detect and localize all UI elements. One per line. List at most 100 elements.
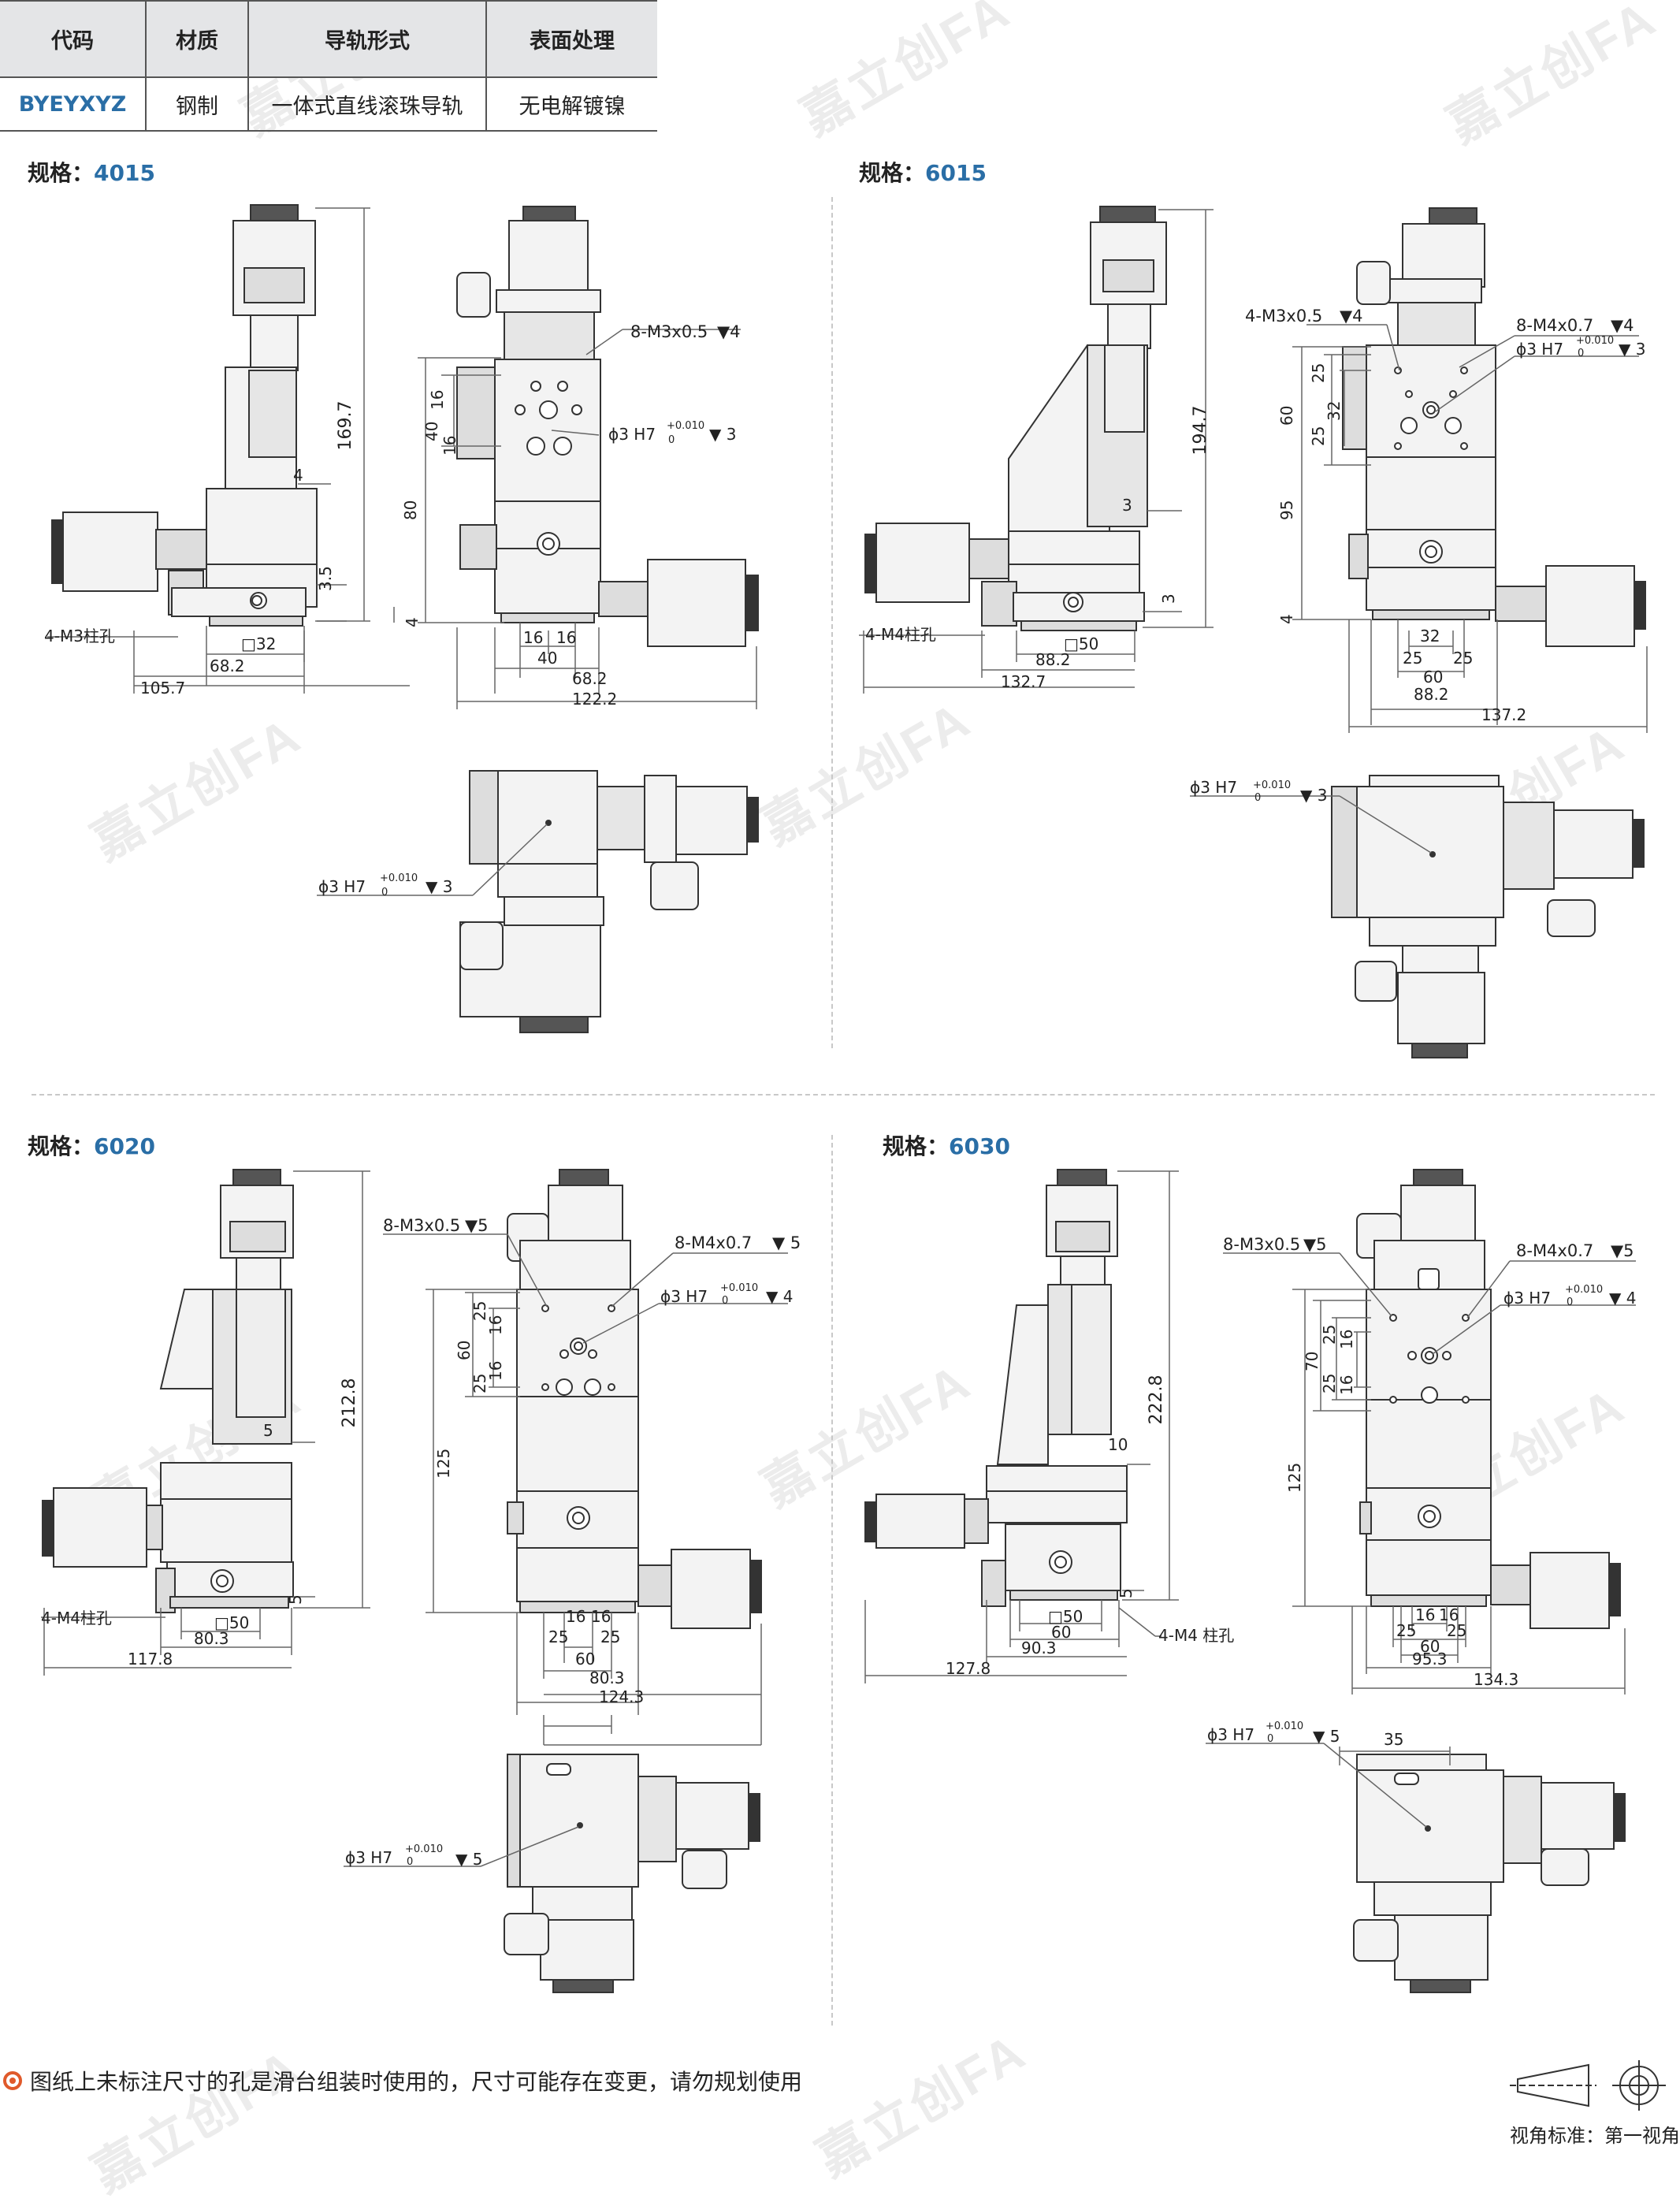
view-standard-label: 视角标准：第一视角 (1510, 2125, 1680, 2147)
dim-text: 40 (537, 649, 557, 668)
dim-text: 3.5 (316, 566, 335, 591)
dim-text: ϕ3 H7 (1207, 1725, 1254, 1744)
dim-text: 60 (1423, 668, 1443, 686)
dim-text: ▼ 3 (709, 425, 736, 444)
dim-text: 8-M4x0.7 (675, 1233, 752, 1252)
dim-text: ▼ 3 (1619, 340, 1645, 359)
dim-text: 60 (1277, 406, 1296, 426)
dim-text: 25 (1309, 426, 1328, 446)
dim-text: ▼ 5 (455, 1850, 482, 1869)
spec-title: 规格：6015 (859, 160, 987, 186)
dim-text: □50 (1064, 634, 1098, 653)
dim-text: 16 (523, 628, 543, 647)
dim-text: 117.8 (128, 1650, 173, 1668)
dim-text: 125 (434, 1449, 453, 1479)
dim-text: ▼5 (465, 1216, 489, 1235)
dim-text: ▼5 (1303, 1235, 1327, 1254)
dim-text: 8-M3x0.5 (383, 1216, 460, 1235)
dim-text: +0.010 (1576, 335, 1614, 347)
dim-text: ϕ3 H7 (318, 877, 366, 896)
dim-text: 0 (1254, 792, 1261, 804)
dim-text: ▼ 3 (1300, 786, 1327, 805)
note-text: 图纸上未标注尺寸的孔是滑台组装时使用的，尺寸可能存在变更，请勿规划使用 (30, 2069, 803, 2095)
dim-text: 125 (1285, 1463, 1304, 1493)
drawing-6030: 222.8 10 5 4-M4 柱孔 □50 60 90.3 127.8 (864, 1169, 1636, 1993)
dim-text: 88.2 (1414, 685, 1449, 704)
dim-text: +0.010 (1565, 1284, 1603, 1296)
dim-text: 4-M4 柱孔 (1158, 1626, 1234, 1645)
dim-text: 0 (668, 434, 675, 446)
dim-text: 0 (1567, 1296, 1573, 1308)
divider (831, 197, 833, 1048)
dim-text: 169.7 (336, 401, 355, 451)
dim-text: 4-M4柱孔 (865, 625, 936, 644)
dim-text: 0 (381, 887, 388, 898)
divider (32, 1094, 1655, 1096)
dim-text: 95.3 (1412, 1650, 1448, 1668)
dim-text: 16 (486, 1361, 505, 1381)
dim-text: ϕ3 H7 (345, 1848, 392, 1867)
spec-title: 规格：6030 (883, 1133, 1010, 1159)
dim-text: +0.010 (380, 872, 418, 884)
dim-text: ▼4 (1611, 316, 1634, 335)
dim-text: 5 (286, 1594, 305, 1605)
table-cell-code: BYEYXYZ (0, 77, 147, 132)
table-cell-guide: 一体式直线滚珠导轨 (248, 77, 487, 132)
table-cell-material: 钢制 (146, 77, 249, 132)
dim-text: 5 (263, 1421, 273, 1440)
dim-text: ▼ 5 (1313, 1727, 1340, 1746)
dim-text: ▼ 4 (766, 1287, 793, 1306)
dim-text: ▼4 (1340, 307, 1363, 326)
dim-text: 0 (1267, 1733, 1273, 1745)
dim-text: 132.7 (1001, 672, 1046, 691)
dim-text: 8-M4x0.7 (1516, 1241, 1593, 1260)
dim-text: 25 (1447, 1621, 1466, 1640)
dim-text: 60 (455, 1341, 474, 1360)
spec-title: 规格：4015 (28, 160, 155, 186)
dim-text: 25 (470, 1301, 489, 1321)
dim-text: 124.3 (599, 1687, 644, 1706)
dim-text: 16 (1337, 1375, 1356, 1395)
dim-text: 88.2 (1035, 650, 1071, 669)
drawing-4015-side: 169.7 4 3.5 4-M3柱孔 □32 68.2 105.7 (44, 204, 759, 1033)
dim-text: 16 (1439, 1605, 1459, 1624)
dim-text: +0.010 (1266, 1721, 1303, 1732)
dim-text: 4 (293, 466, 303, 485)
note-bullet-icon (3, 2071, 22, 2090)
dim-text: ϕ3 H7 (1503, 1289, 1551, 1308)
dim-text: 127.8 (946, 1659, 991, 1678)
dim-text: 3 (1159, 593, 1178, 604)
dim-text: 25 (600, 1628, 620, 1646)
dim-text: 134.3 (1474, 1670, 1518, 1689)
dim-text: □50 (214, 1613, 249, 1632)
projection-symbol-icon (1510, 2060, 1666, 2111)
dim-text: 8-M3x0.5 (1223, 1235, 1300, 1254)
dim-text: 10 (1108, 1435, 1128, 1454)
drawing-6015: 194.7 3 3 4-M4柱孔 □50 88.2 132.7 (859, 206, 1648, 1058)
dim-text: 8-M4x0.7 (1516, 316, 1593, 335)
dim-text: 95 (1277, 500, 1296, 520)
dim-text: 25 (1403, 649, 1422, 668)
dim-text: ▼4 (717, 322, 741, 341)
dim-text: 16 (1415, 1605, 1435, 1624)
table-header: 导轨形式 (248, 0, 487, 78)
dim-text: 25 (1320, 1374, 1339, 1393)
dim-text: 0 (407, 1856, 413, 1868)
dim-text: 68.2 (572, 669, 608, 688)
dim-text: ▼5 (1611, 1241, 1634, 1260)
dim-text: +0.010 (405, 1843, 443, 1855)
dim-text: 25 (548, 1628, 568, 1646)
dim-text: 16 (486, 1315, 505, 1335)
footer-note: 图纸上未标注尺寸的孔是滑台组装时使用的，尺寸可能存在变更，请勿规划使用 (3, 2065, 802, 2096)
dim-text: +0.010 (667, 420, 704, 432)
divider (831, 1135, 833, 2026)
dim-text: ϕ3 H7 (660, 1287, 708, 1306)
dim-text: 105.7 (140, 679, 185, 698)
dim-text: 5 (1117, 1588, 1135, 1598)
dim-text: 16 (440, 436, 459, 456)
dim-text: 16 (556, 628, 576, 647)
dim-text: ϕ3 H7 (1516, 340, 1563, 359)
dim-text: 60 (1420, 1637, 1440, 1656)
dim-text: 0 (1578, 348, 1584, 359)
dim-text: 4 (1277, 614, 1296, 624)
